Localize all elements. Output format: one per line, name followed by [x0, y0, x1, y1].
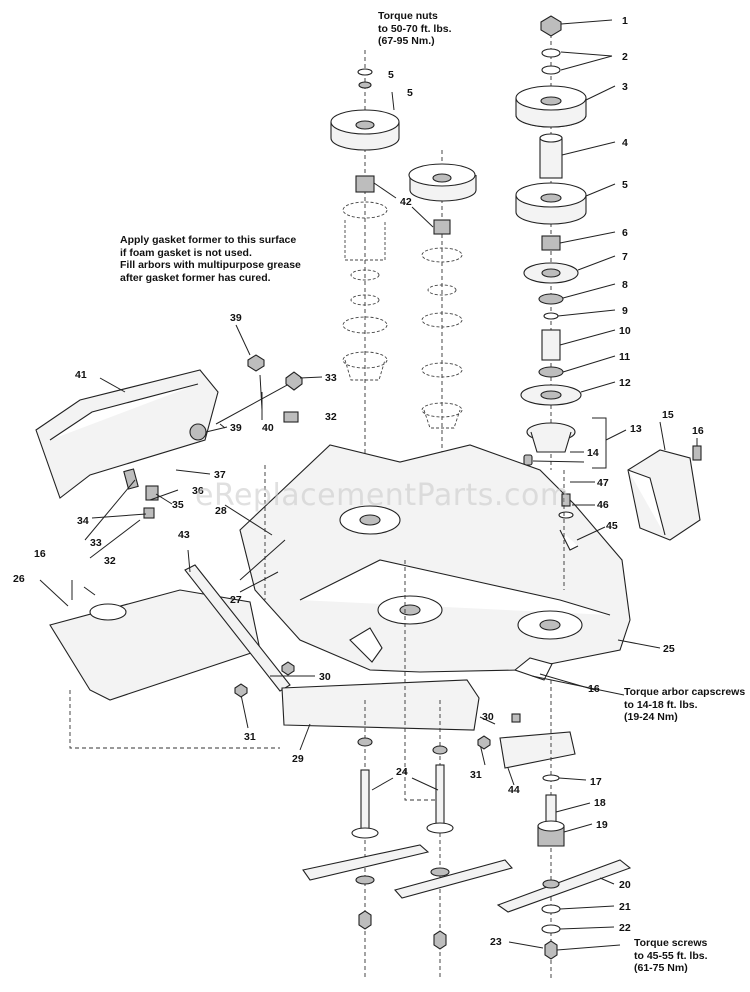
callout-39a: 39 — [230, 312, 242, 324]
callout-22: 22 — [619, 922, 631, 934]
callout-27: 27 — [230, 594, 242, 606]
callout-2: 2 — [622, 51, 628, 63]
callout-45: 45 — [606, 520, 618, 532]
callout-46: 46 — [597, 499, 609, 511]
callout-25: 25 — [663, 643, 675, 655]
callout-40: 40 — [262, 422, 274, 434]
left-spindle-stack — [330, 50, 400, 520]
right-blade-assembly — [496, 680, 632, 980]
callout-21: 21 — [619, 901, 631, 913]
callout-9: 9 — [622, 305, 628, 317]
callout-41: 41 — [75, 369, 87, 381]
callout-16c: 16 — [588, 683, 600, 695]
callout-43: 43 — [178, 529, 190, 541]
callout-1: 1 — [622, 15, 628, 27]
callout-42: 42 — [400, 196, 412, 208]
callout-35: 35 — [172, 499, 184, 511]
callout-11: 11 — [619, 351, 630, 363]
callout-39b: 39 — [230, 422, 242, 434]
callout-15: 15 — [662, 409, 674, 421]
callout-26: 26 — [13, 573, 25, 585]
callout-14: 14 — [587, 447, 599, 459]
callout-18: 18 — [594, 797, 606, 809]
mower-deck-housing — [239, 444, 661, 696]
callout-31a: 31 — [244, 731, 256, 743]
callout-8: 8 — [622, 279, 628, 291]
center-spindle-stack — [408, 150, 477, 560]
belt-shield-part — [35, 324, 323, 559]
callout-5b: 5 — [407, 87, 413, 99]
callout-28: 28 — [215, 505, 227, 517]
callout-33b: 33 — [90, 537, 102, 549]
callout-5c: 5 — [622, 179, 628, 191]
gasket-former-note: Apply gasket former to this surface if f… — [120, 234, 301, 284]
callout-20: 20 — [619, 879, 631, 891]
callout-numbers: 1 2 3 4 5 5 5 6 7 8 9 10 11 12 13 14 15 … — [13, 15, 704, 948]
torque-nuts-note: Torque nuts to 50-70 ft. lbs. (67-95 Nm.… — [378, 10, 452, 47]
callout-17: 17 — [590, 776, 602, 788]
left-blade-assemblies — [302, 560, 513, 980]
callout-44: 44 — [508, 784, 520, 796]
callout-32a: 32 — [325, 411, 337, 423]
callout-31b: 31 — [470, 769, 482, 781]
callout-30b: 30 — [482, 711, 494, 723]
callout-4: 4 — [622, 137, 628, 149]
callout-30a: 30 — [319, 671, 331, 683]
callout-47: 47 — [597, 477, 609, 489]
callout-13: 13 — [630, 423, 642, 435]
callout-37: 37 — [214, 469, 226, 481]
right-shield-part — [558, 421, 702, 590]
callout-34: 34 — [77, 515, 89, 527]
callout-12: 12 — [619, 377, 631, 389]
callout-6: 6 — [622, 227, 628, 239]
watermark-text: eReplacementParts.com — [195, 478, 570, 513]
callout-3: 3 — [622, 81, 628, 93]
callout-7: 7 — [622, 251, 628, 263]
callout-33a: 33 — [325, 372, 337, 384]
callout-29: 29 — [292, 753, 304, 765]
callout-5a: 5 — [388, 69, 394, 81]
callout-19: 19 — [596, 819, 608, 831]
torque-screws-note: Torque screws to 45-55 ft. lbs. (61-75 N… — [634, 937, 708, 974]
callout-16a: 16 — [692, 425, 704, 437]
callout-10: 10 — [619, 325, 631, 337]
callout-23: 23 — [490, 936, 502, 948]
callout-16b: 16 — [34, 548, 46, 560]
callout-24: 24 — [396, 766, 408, 778]
callout-36: 36 — [192, 485, 204, 497]
callout-32b: 32 — [104, 555, 116, 567]
arbor-capscrews-note: Torque arbor capscrews to 14-18 ft. lbs.… — [624, 686, 746, 723]
side-shields — [39, 465, 576, 786]
right-spindle-stack — [515, 15, 627, 470]
